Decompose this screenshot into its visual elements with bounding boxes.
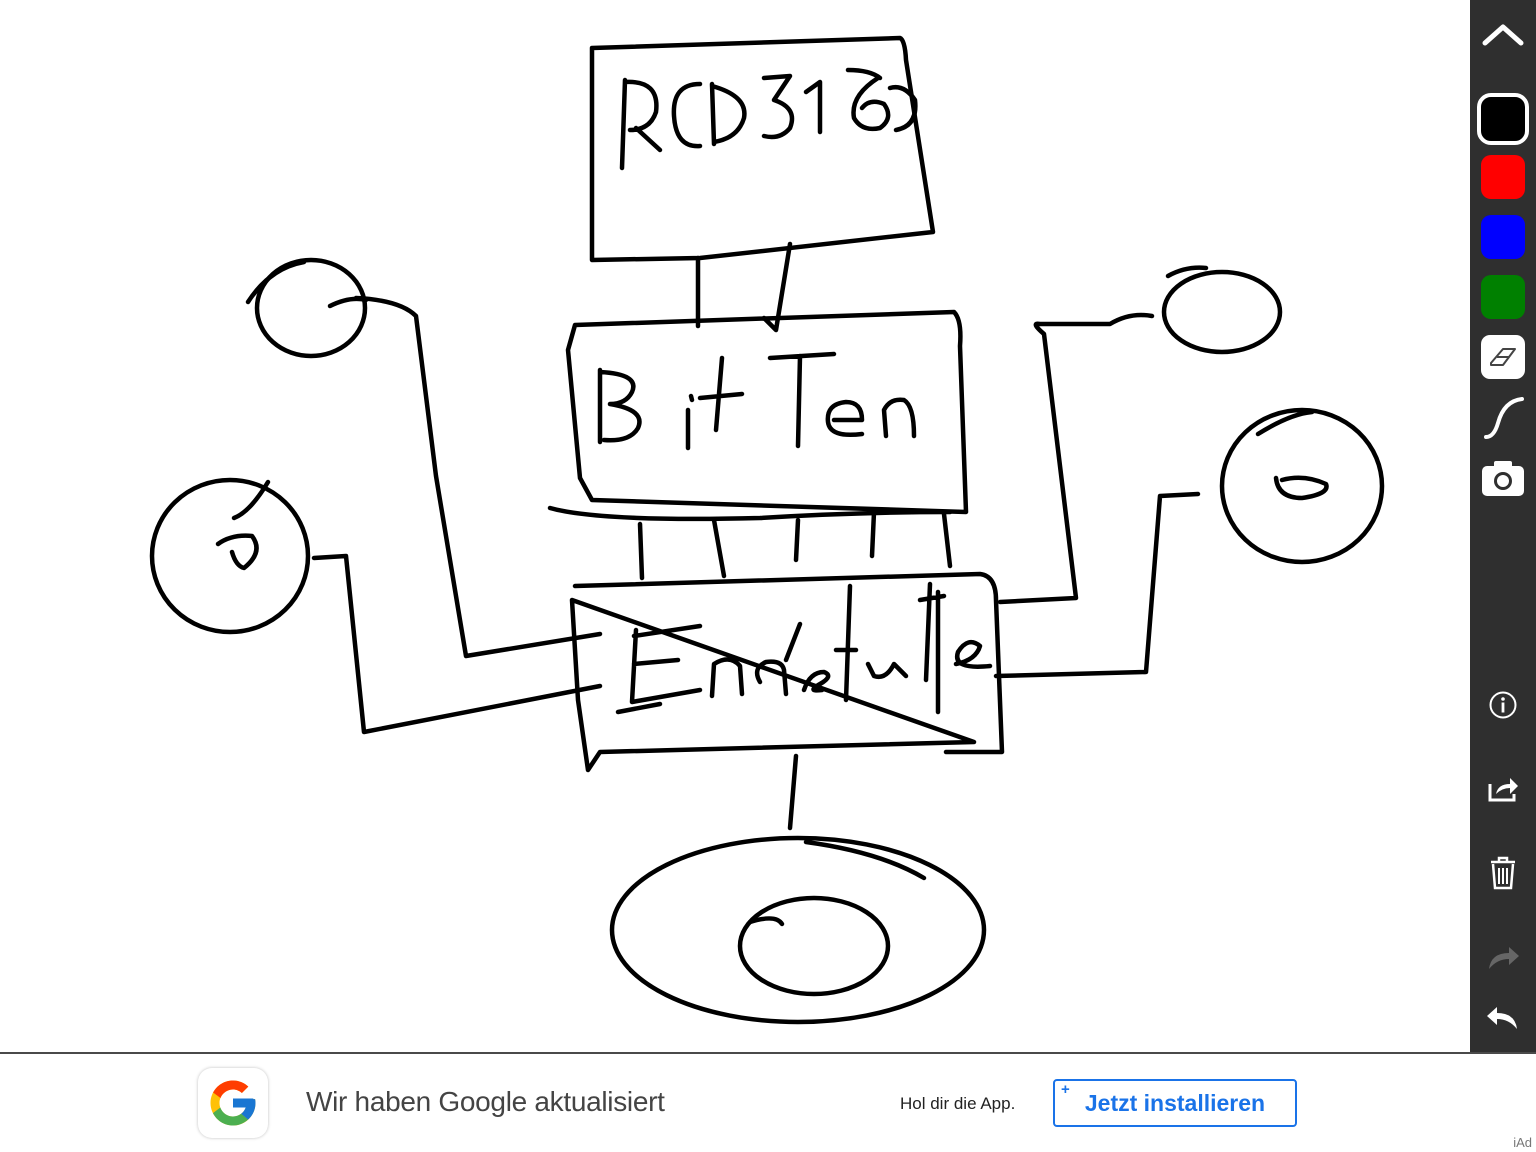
google-logo-icon — [198, 1068, 268, 1138]
ad-headline: Wir haben Google aktualisiert — [306, 1086, 665, 1117]
pen-stroke-icon — [1484, 397, 1524, 439]
tool-sidebar — [1470, 0, 1536, 1052]
speaker-mid-right — [1219, 407, 1385, 565]
label-bitten-glyphs — [597, 351, 917, 451]
box-endstufe — [569, 571, 1005, 773]
sketch-svg — [149, 35, 1385, 1025]
ad-banner[interactable]: Wir haben Google aktualisiert Hol dir di… — [0, 1052, 1536, 1152]
eraser-icon — [1490, 348, 1516, 366]
subwoofer-inner — [737, 895, 891, 997]
drawing-canvas[interactable] — [0, 0, 1470, 1052]
color-swatch-green[interactable] — [1470, 272, 1536, 322]
redo-icon — [1489, 947, 1519, 969]
box-bitten — [565, 309, 969, 515]
undo-button[interactable] — [1470, 1000, 1536, 1034]
install-button-label: Jetzt installieren — [1084, 1089, 1266, 1116]
share-button[interactable] — [1470, 770, 1536, 808]
box-rcd316 — [589, 35, 936, 263]
camera-icon — [1482, 461, 1524, 496]
info-icon — [1489, 691, 1517, 719]
undo-icon — [1487, 1007, 1517, 1029]
camera-button[interactable] — [1470, 454, 1536, 502]
chevron-up-icon[interactable] — [1470, 12, 1536, 56]
ad-subtext: Hol dir die App. — [900, 1094, 1016, 1113]
trash-button[interactable] — [1470, 852, 1536, 892]
color-swatch-red[interactable] — [1470, 152, 1536, 202]
subwoofer-bottom — [609, 835, 987, 1025]
speaker-mid-left — [149, 477, 311, 635]
pen-stroke-button[interactable] — [1470, 392, 1536, 444]
color-swatch-black[interactable] — [1470, 90, 1536, 148]
install-button[interactable]: + Jetzt installieren — [1053, 1079, 1297, 1127]
trash-icon — [1491, 856, 1515, 890]
label-rcd316-glyphs — [619, 67, 918, 171]
share-icon — [1488, 778, 1518, 802]
info-button[interactable] — [1470, 686, 1536, 724]
eraser-button[interactable] — [1470, 332, 1536, 382]
iad-badge: iAd — [1513, 1135, 1532, 1150]
label-endstufe-glyphs — [629, 581, 993, 715]
redo-button[interactable] — [1470, 940, 1536, 974]
speaker-top-right — [1161, 269, 1283, 355]
speaker-top-left — [254, 257, 368, 359]
plus-icon: + — [1061, 1081, 1070, 1098]
color-swatch-blue[interactable] — [1470, 212, 1536, 262]
